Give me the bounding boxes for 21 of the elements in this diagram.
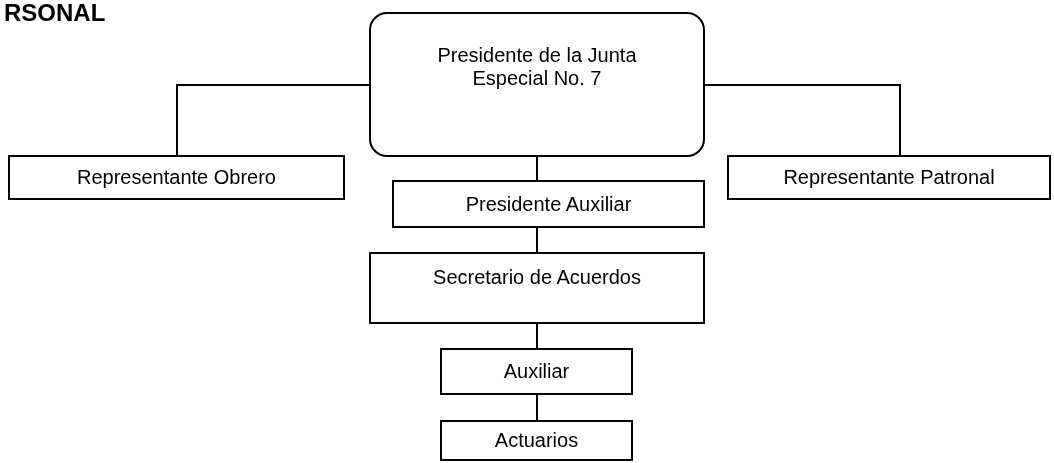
org-box bbox=[440, 348, 633, 395]
position-title: Actuarios bbox=[494, 429, 579, 452]
position-title: Presidente Auxiliar bbox=[465, 192, 632, 216]
position-title: Auxiliar bbox=[503, 360, 570, 383]
connector-line bbox=[536, 323, 538, 349]
connector-line bbox=[536, 227, 538, 253]
org-box bbox=[392, 180, 705, 228]
position-title: Presidente de la Junta Especial No. 7 bbox=[436, 44, 638, 90]
position-title: Representante Patronal bbox=[783, 166, 995, 189]
connector-line bbox=[536, 394, 538, 421]
connector-line bbox=[536, 156, 538, 181]
connector-line bbox=[704, 84, 901, 156]
connector-line bbox=[176, 84, 370, 156]
org-box bbox=[440, 420, 633, 461]
org-box bbox=[369, 252, 705, 324]
heading: RSONAL bbox=[4, 0, 106, 26]
org-box bbox=[8, 155, 345, 200]
rounded-box bbox=[369, 12, 705, 157]
position-title: Representante Obrero bbox=[77, 166, 276, 189]
position-title: Secretario de Acuerdos bbox=[433, 266, 641, 289]
org-box bbox=[727, 155, 1051, 200]
